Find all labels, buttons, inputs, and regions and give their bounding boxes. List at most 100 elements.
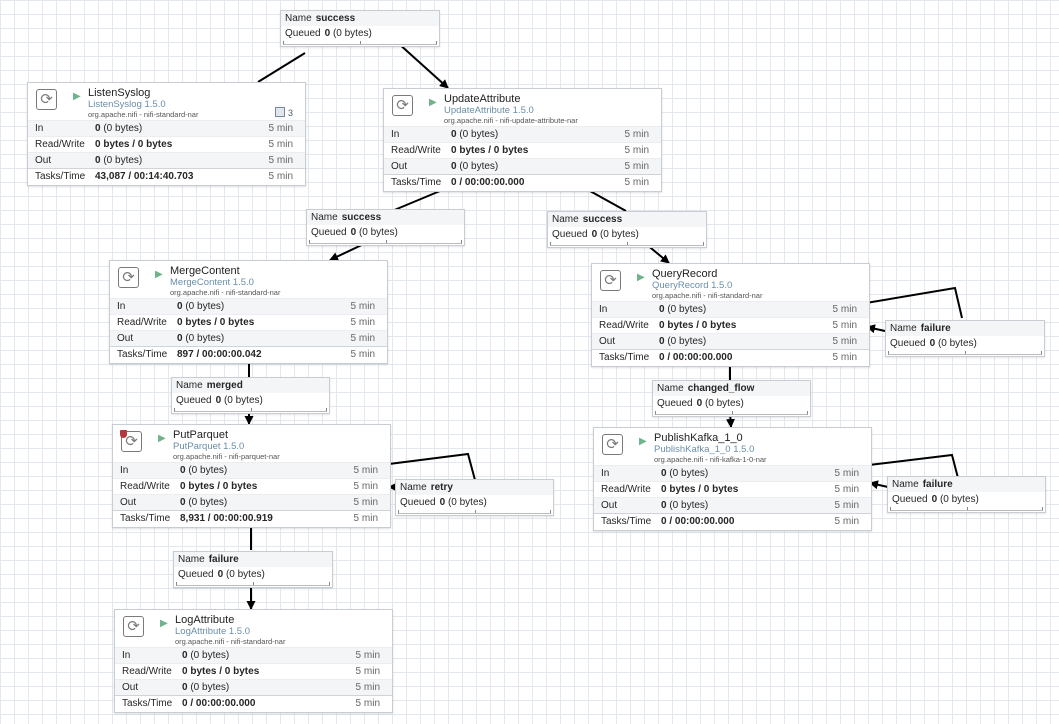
edge-success-to-update[interactable] <box>397 42 449 89</box>
queue-bar <box>174 408 327 412</box>
processor-publish-kafka[interactable]: ⟳ ▶ PublishKafka_1_0 PublishKafka_1_0 1.… <box>593 427 872 531</box>
queue-bar <box>283 41 437 45</box>
play-icon: ▶ <box>429 97 437 108</box>
thread-count-icon <box>274 107 285 117</box>
processor-version: PublishKafka_1_0 1.5.0 <box>654 444 755 455</box>
processor-bundle: org.apache.nifi - nifi-parquet-nar <box>173 452 280 461</box>
processor-bundle: org.apache.nifi - nifi-standard-nar <box>88 110 199 119</box>
edge-listen-to-success[interactable] <box>257 52 306 83</box>
edge-query-loop-failure[interactable] <box>865 286 963 319</box>
processor-icon: ⟳ <box>118 267 139 288</box>
play-icon: ▶ <box>73 91 81 102</box>
processor-version: MergeContent 1.5.0 <box>170 277 254 288</box>
processor-version: PutParquet 1.5.0 <box>173 441 245 452</box>
processor-name: PublishKafka_1_0 <box>654 432 743 444</box>
processor-name: ListenSyslog <box>88 87 151 99</box>
play-icon: ▶ <box>637 272 645 283</box>
edge-kafka-loop-failure[interactable] <box>868 453 959 479</box>
processor-bundle: org.apache.nifi - nifi-standard-nar <box>175 637 286 646</box>
thread-count-badge: 3 <box>274 107 293 118</box>
queue-bar <box>655 411 808 415</box>
processor-merge-content[interactable]: ⟳ ▶ MergeContent MergeContent 1.5.0 org.… <box>109 260 388 364</box>
processor-listen-syslog[interactable]: ⟳ ▶ ListenSyslog ListenSyslog 1.5.0 org.… <box>27 82 306 186</box>
processor-icon: ⟳ <box>36 89 57 110</box>
processor-version: QueryRecord 1.5.0 <box>652 280 733 291</box>
processor-icon: ⟳ <box>600 270 621 291</box>
edge-failure-to-kafka[interactable] <box>869 480 889 490</box>
processor-bundle: org.apache.nifi - nifi-standard-nar <box>170 288 281 297</box>
play-icon: ▶ <box>160 618 168 629</box>
processor-bundle: org.apache.nifi - nifi-update-attribute-… <box>444 116 578 125</box>
processor-icon: ⟳ <box>392 95 413 116</box>
processor-icon: ⟳ <box>123 616 144 637</box>
edge-put-loop-retry[interactable] <box>388 452 476 481</box>
edge-update-to-success-right[interactable] <box>589 190 627 212</box>
processor-query-record[interactable]: ⟳ ▶ QueryRecord QueryRecord 1.5.0 org.ap… <box>591 263 870 367</box>
processor-version: ListenSyslog 1.5.0 <box>88 99 166 110</box>
processor-log-attribute[interactable]: ⟳ ▶ LogAttribute LogAttribute 1.5.0 org.… <box>114 609 393 713</box>
queue-bar <box>398 510 551 514</box>
processor-put-parquet[interactable]: ⟳ ▶ PutParquet PutParquet 1.5.0 org.apac… <box>112 424 391 528</box>
queue-bar <box>309 240 462 244</box>
processor-name: PutParquet <box>173 429 229 441</box>
processor-name: LogAttribute <box>175 614 235 626</box>
edge-update-to-success-left[interactable] <box>391 190 441 212</box>
queue-bar <box>176 582 330 586</box>
processor-name: QueryRecord <box>652 268 718 280</box>
queue-bar <box>888 351 1042 355</box>
processor-version: UpdateAttribute 1.5.0 <box>444 105 534 116</box>
play-icon: ▶ <box>639 436 647 447</box>
shield-icon <box>120 430 127 438</box>
processor-bundle: org.apache.nifi - nifi-kafka-1-0-nar <box>654 455 767 464</box>
processor-name: MergeContent <box>170 265 240 277</box>
processor-update-attribute[interactable]: ⟳ ▶ UpdateAttribute UpdateAttribute 1.5.… <box>383 88 662 192</box>
